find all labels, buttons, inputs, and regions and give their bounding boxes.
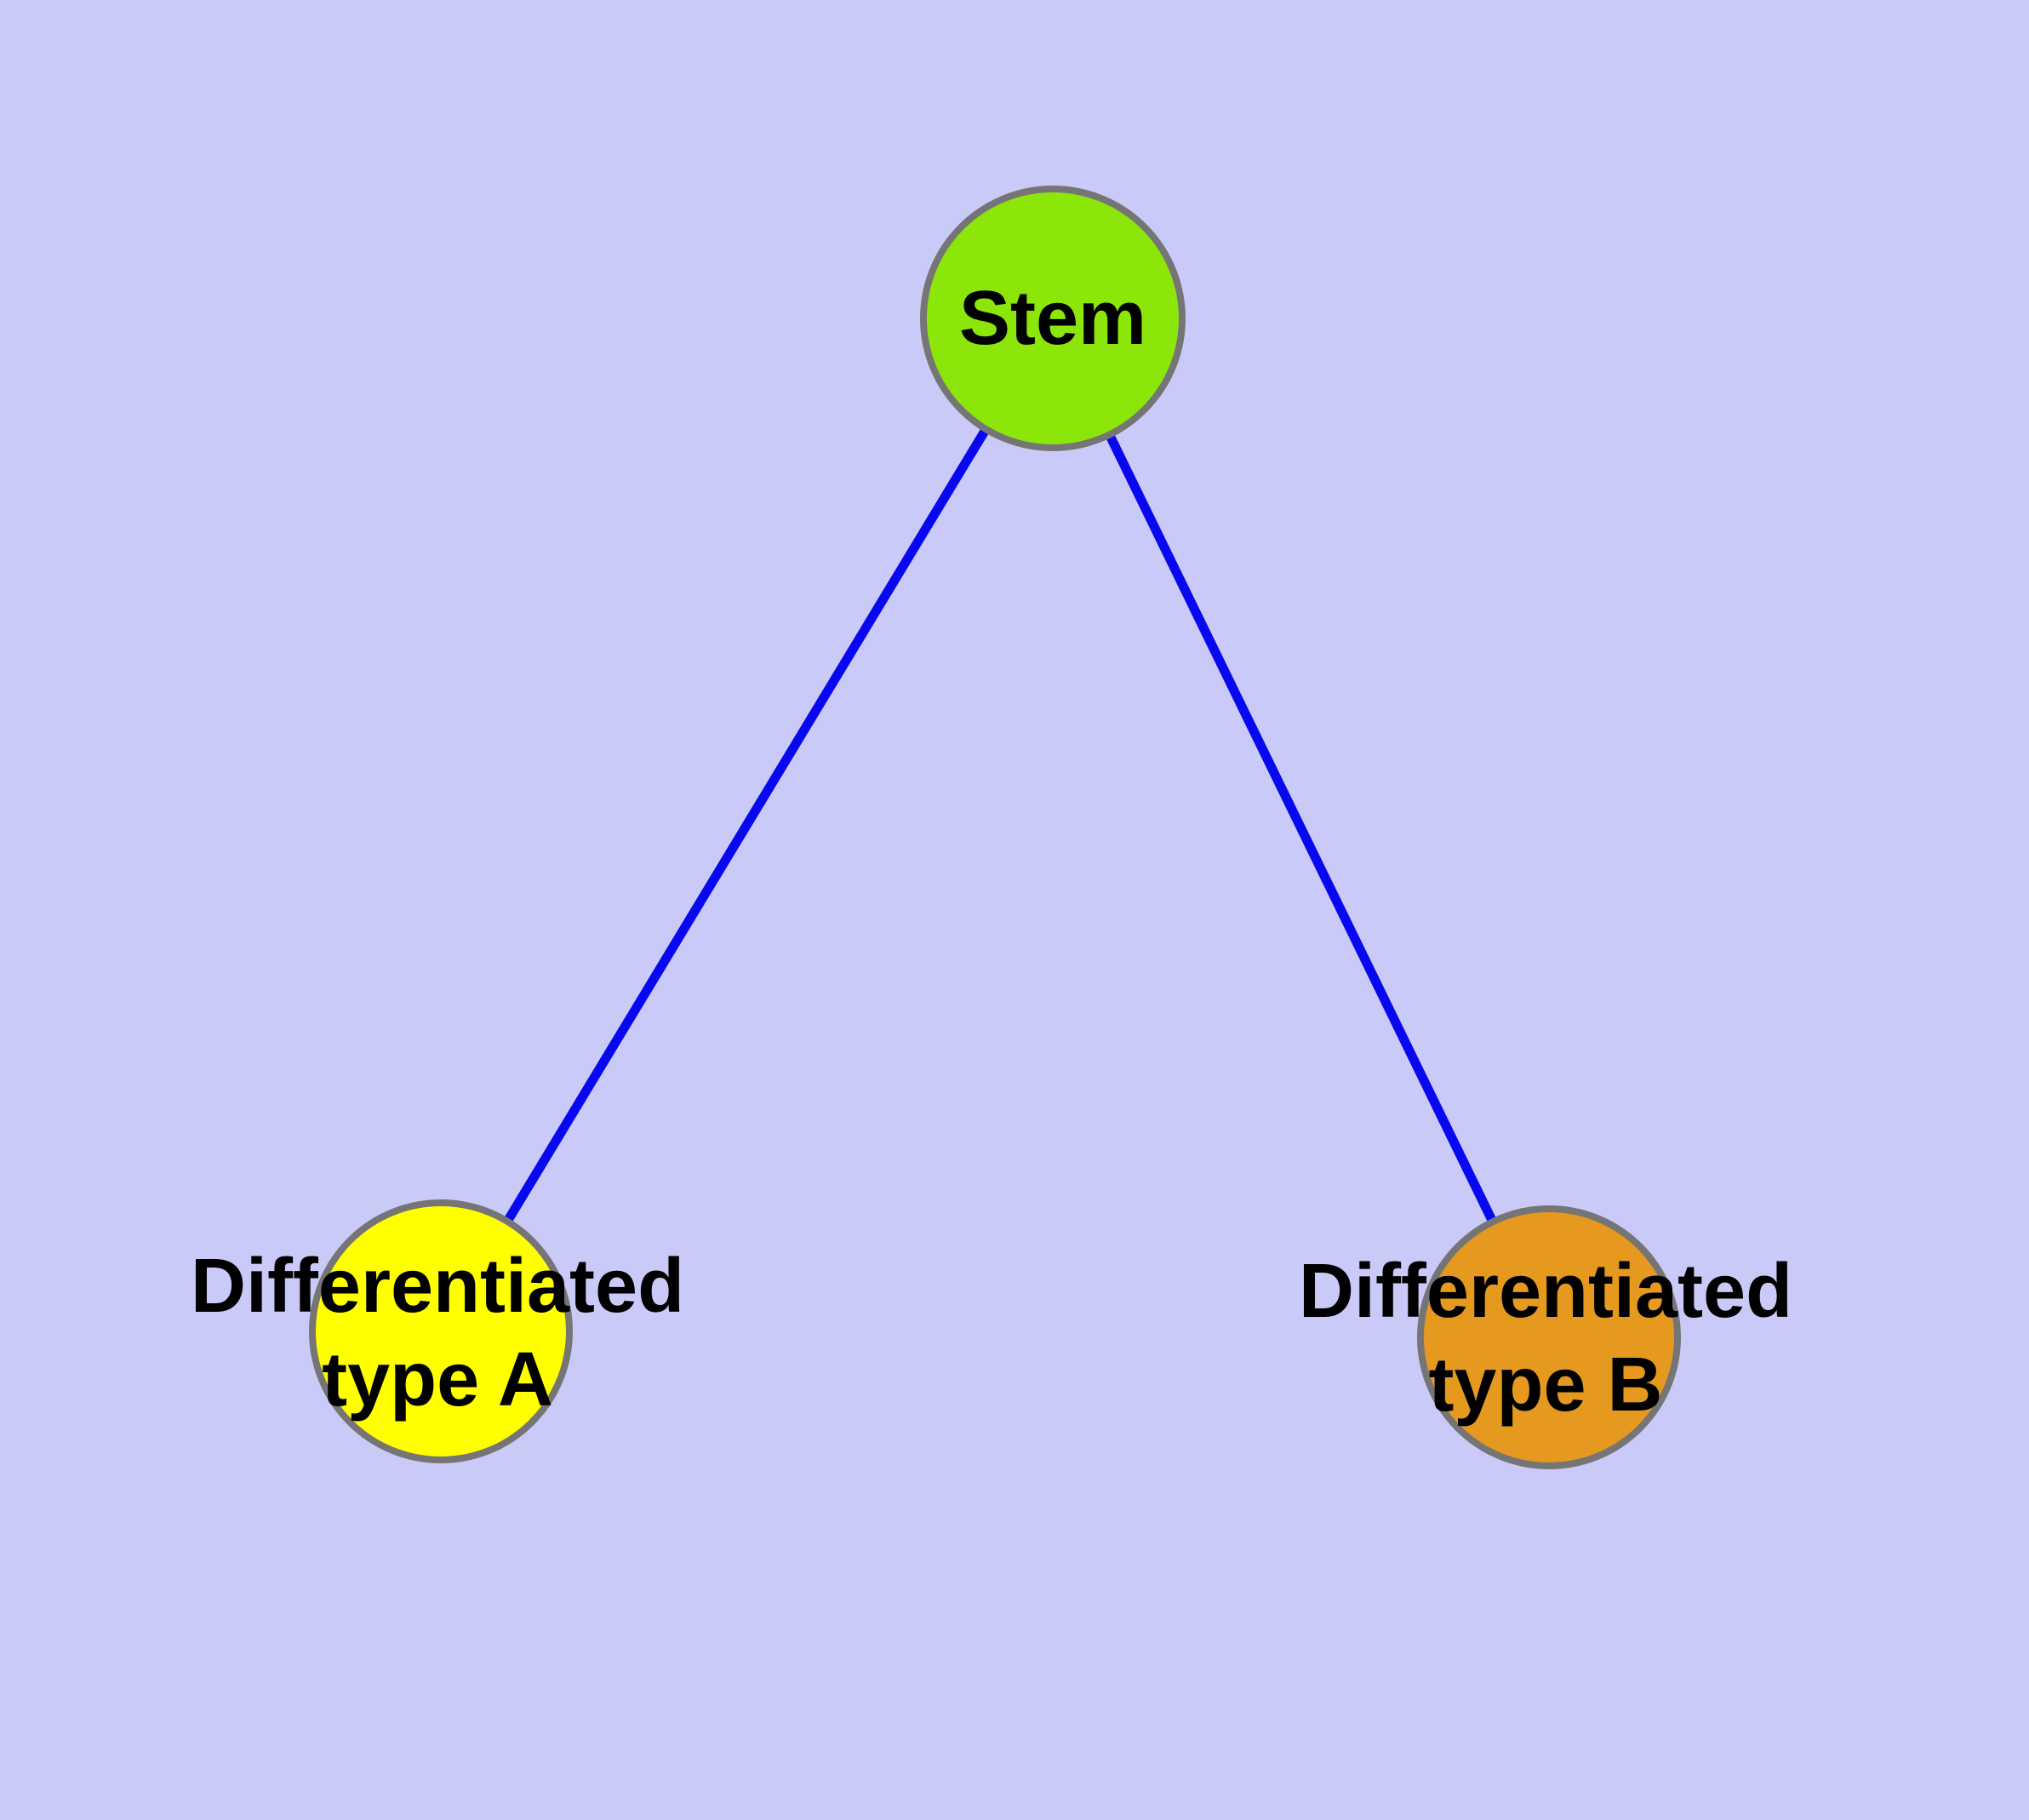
node-type-a <box>309 1199 573 1463</box>
node-type-b <box>1417 1205 1681 1469</box>
edge-stem-to-type-a <box>437 316 1057 1334</box>
edge-stem-to-type-b <box>1049 316 1553 1340</box>
node-stem <box>920 186 1186 451</box>
